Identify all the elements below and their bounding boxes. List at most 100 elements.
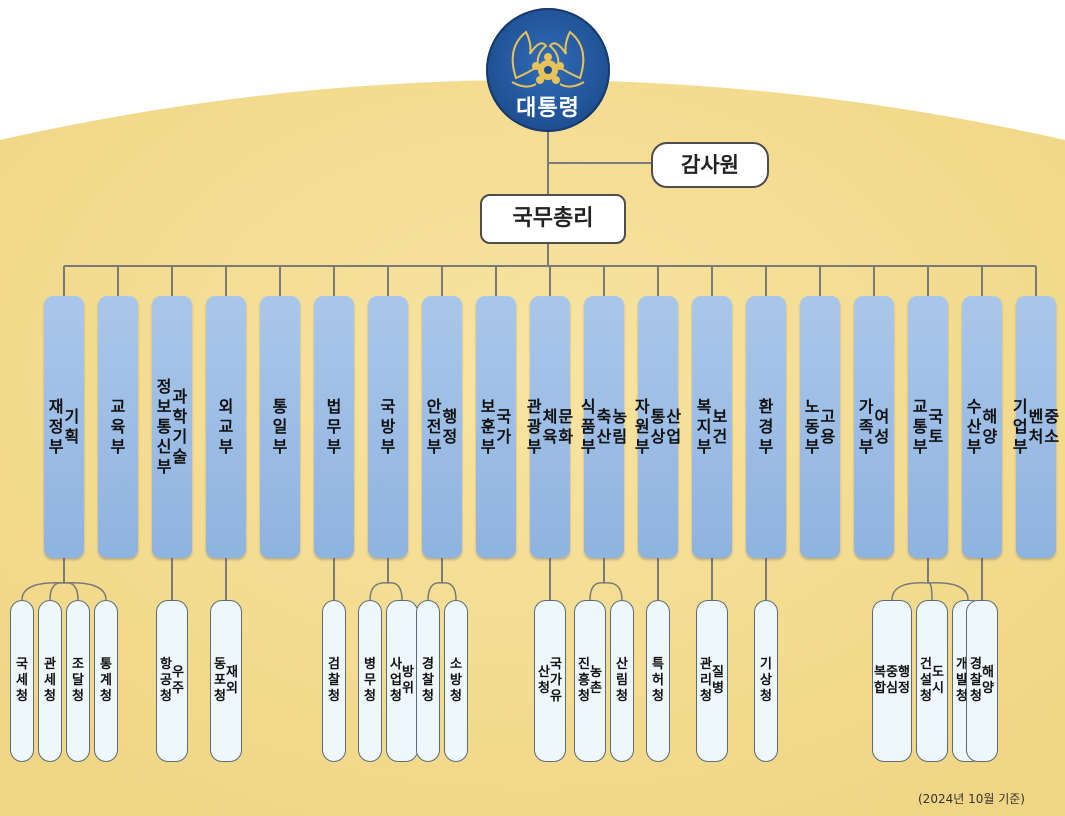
label-char: 림: [616, 673, 628, 688]
label-char: 상: [760, 673, 772, 688]
label-char: 해: [982, 665, 994, 680]
label-char: 질: [712, 665, 724, 680]
label-char: 광: [526, 417, 542, 436]
label-char: 부: [804, 437, 820, 456]
label-char: 허: [652, 673, 664, 688]
label-char: 심: [886, 681, 898, 696]
label-char: 환: [758, 397, 774, 416]
label-char: 안: [426, 397, 442, 416]
president-label: 대통령: [516, 96, 580, 121]
label-char: 중: [886, 665, 898, 680]
label-char: 포: [214, 673, 226, 688]
label-char: 훈: [480, 417, 496, 436]
label-char: 설: [920, 673, 932, 688]
label-char: 청: [760, 689, 772, 704]
label-char: 교: [110, 397, 126, 416]
label-char: 찰: [328, 673, 340, 688]
label-char: 청: [652, 689, 664, 704]
label-char: 정: [48, 417, 64, 436]
label-char: 족: [858, 417, 874, 436]
label-char: 국: [550, 657, 562, 672]
label-char: 처: [1028, 427, 1044, 446]
label-char: 흥: [578, 673, 590, 688]
label-char: 육: [542, 427, 558, 446]
label-char: 국: [16, 657, 28, 672]
label-char: 시: [932, 681, 944, 696]
label-char: 정: [897, 681, 910, 696]
agency-branch: [589, 582, 605, 601]
label-char: 청: [100, 689, 112, 704]
label-char: 청: [450, 689, 462, 704]
label-char: 청: [956, 689, 968, 704]
audit-board-box: 감사원: [651, 142, 769, 188]
label-char: 보: [480, 397, 496, 416]
label-char: 계: [100, 673, 112, 688]
label-char: 주: [172, 681, 184, 696]
label-char: 산: [666, 407, 682, 426]
label-char: 청: [616, 689, 628, 704]
label-char: 부: [634, 437, 650, 456]
label-char: 산: [596, 427, 612, 446]
agency-branch: [927, 582, 933, 601]
label-char: 원: [634, 417, 650, 436]
label-char: 획: [64, 427, 80, 446]
label-char: 전: [426, 417, 442, 436]
agency-branch: [427, 582, 443, 601]
label-char: 방: [402, 665, 414, 680]
label-char: 조: [72, 657, 84, 672]
label-char: 재: [48, 397, 64, 416]
label-char: 청: [364, 689, 376, 704]
label-char: 경: [422, 657, 434, 672]
label-char: 외: [226, 681, 238, 696]
label-char: 통: [912, 417, 928, 436]
label-char: 부: [1012, 437, 1028, 456]
president-emblem: 대통령: [486, 8, 610, 132]
label-char: 우: [172, 665, 184, 680]
label-char: 건: [920, 657, 932, 672]
label-char: 부: [758, 437, 774, 456]
label-char: 부: [380, 437, 396, 456]
label-char: 통: [100, 657, 112, 672]
label-char: 성: [874, 427, 890, 446]
label-char: 방: [380, 417, 396, 436]
label-char: 농: [590, 665, 602, 680]
